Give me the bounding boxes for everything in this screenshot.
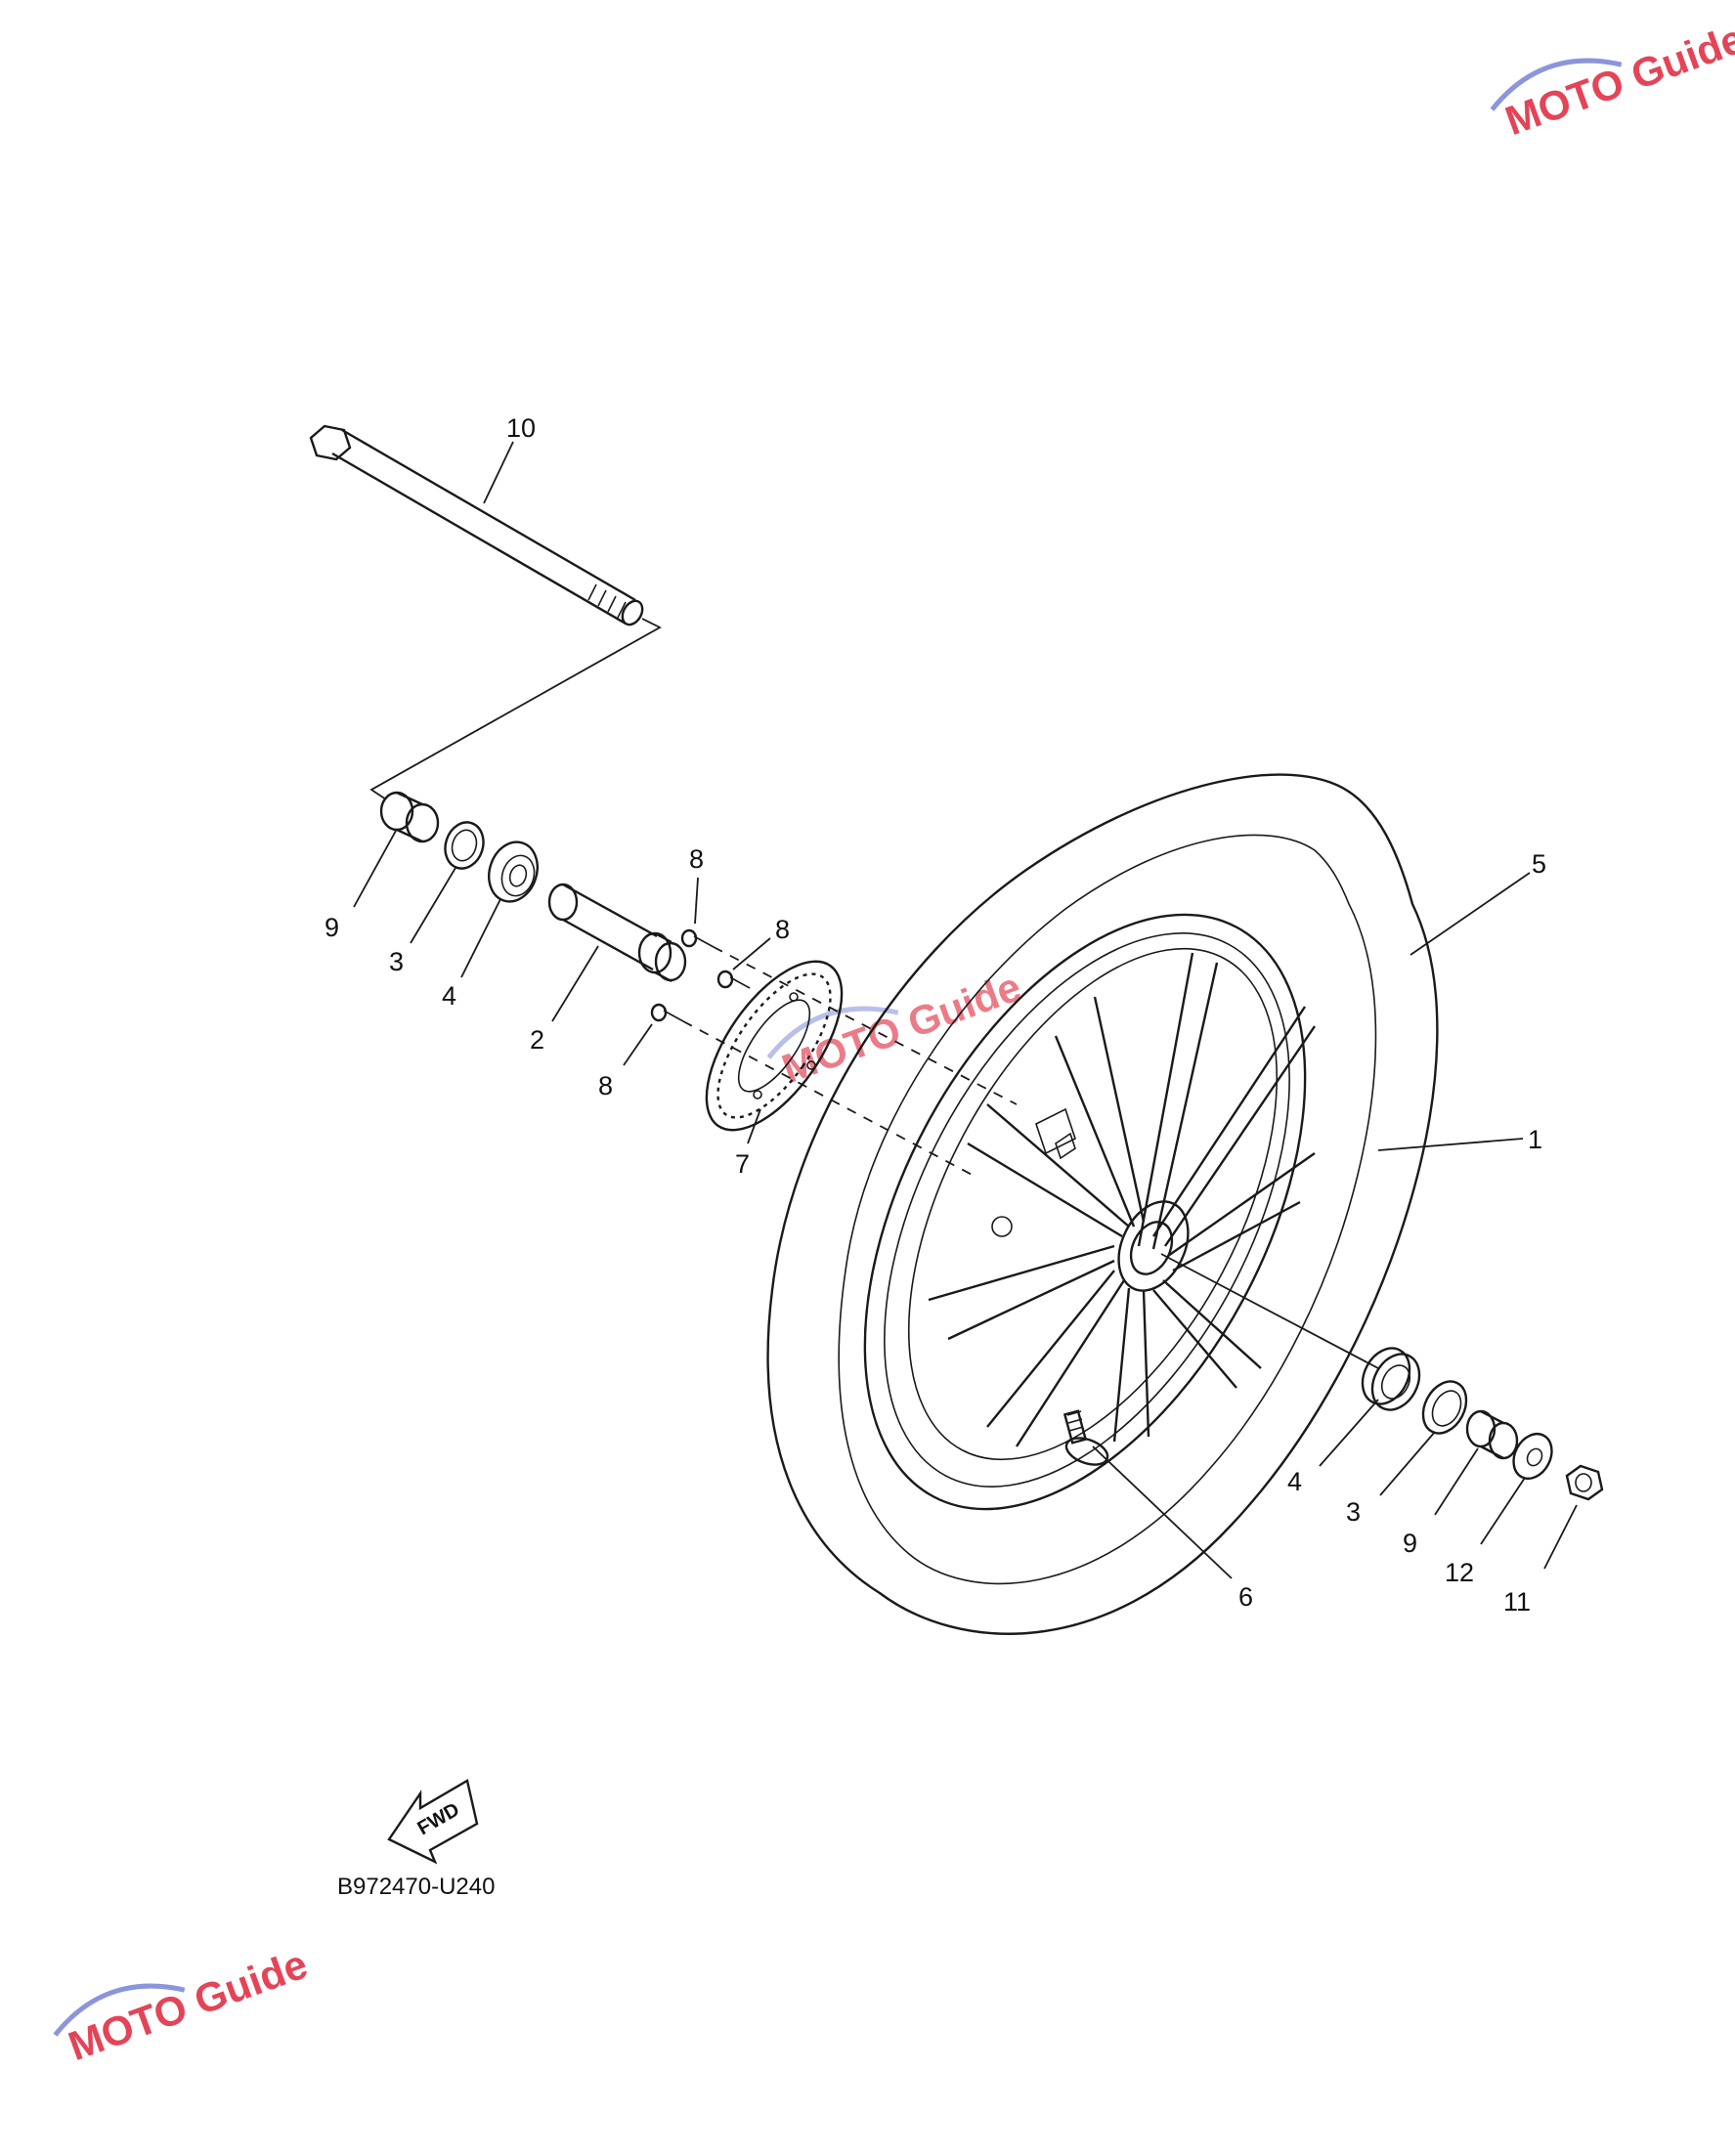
wheel-rim-leader xyxy=(1377,1138,1524,1151)
collar-right-leader xyxy=(1434,1447,1479,1516)
callout-7: 7 xyxy=(735,1149,750,1179)
callout-2: 2 xyxy=(530,1025,544,1055)
callout-10: 10 xyxy=(506,413,536,443)
wheel-spokes xyxy=(928,952,1316,1447)
bolt-lower xyxy=(650,1003,684,1022)
oil-seal-right-leader xyxy=(1379,1431,1436,1496)
callout-4-right: 4 xyxy=(1287,1467,1302,1496)
callout-9-left: 9 xyxy=(325,913,339,942)
bolt-upper xyxy=(680,928,715,948)
callout-5: 5 xyxy=(1532,849,1546,879)
callout-3-left: 3 xyxy=(389,947,404,976)
bearing-right-leader xyxy=(1319,1399,1379,1467)
collar-left-leader xyxy=(353,830,397,908)
watermark-logo-top: MOTO Guide xyxy=(1490,16,1735,145)
watermark-logo-center: MOTO Guide xyxy=(766,964,1027,1093)
bolt-upper-leader xyxy=(694,877,699,925)
axle-leader xyxy=(483,441,514,504)
watermark-logo-bottom: MOTO Guide xyxy=(53,1941,314,2070)
diagram-code: B972470-U240 xyxy=(337,1874,495,1900)
collar-left xyxy=(379,791,440,843)
watermark-text-top: MOTO Guide xyxy=(1499,16,1735,145)
collar-right xyxy=(1465,1409,1519,1460)
oil-seal-left-leader xyxy=(410,867,456,944)
tire-leader xyxy=(1410,872,1531,956)
oil-seal-left xyxy=(444,821,485,870)
forward-arrow-icon: FWD xyxy=(387,1779,479,1865)
callout-8-right: 8 xyxy=(775,915,790,944)
watermark-text-center: MOTO Guide xyxy=(776,964,1027,1093)
sensor-rotor xyxy=(705,960,844,1132)
spacer-leader xyxy=(551,945,599,1022)
bolt-middle-leader xyxy=(732,937,771,970)
callout-8-top: 8 xyxy=(689,844,704,874)
callout-6: 6 xyxy=(1238,1582,1253,1612)
washer-leader xyxy=(1480,1477,1526,1545)
spacer xyxy=(547,883,687,983)
bolt-middle xyxy=(716,970,751,989)
bearing-left xyxy=(488,841,539,903)
wheel-rim xyxy=(863,913,1307,1511)
alignment-dash-upper xyxy=(713,946,1018,1105)
air-valve-leader xyxy=(1092,1445,1233,1579)
axle-nut xyxy=(1565,1464,1604,1501)
bearing-left-leader xyxy=(460,898,501,978)
tire xyxy=(766,773,1439,1635)
hub-centerline-right xyxy=(1160,1253,1379,1369)
sensor-rotor-leader xyxy=(747,1108,761,1144)
washer xyxy=(1512,1432,1553,1481)
callout-3-right: 3 xyxy=(1346,1497,1361,1527)
callout-11: 11 xyxy=(1503,1587,1531,1617)
bearing-right xyxy=(1361,1347,1421,1411)
oil-seal-right xyxy=(1421,1380,1468,1435)
air-valve xyxy=(1063,1409,1109,1466)
callout-4-left: 4 xyxy=(442,981,456,1011)
axle-nut-leader xyxy=(1543,1504,1578,1570)
bolt-lower-leader xyxy=(623,1023,653,1066)
wheel-hub xyxy=(1117,1200,1190,1292)
axle xyxy=(309,424,644,626)
callout-12: 12 xyxy=(1445,1558,1474,1587)
callout-1: 1 xyxy=(1528,1125,1542,1154)
callout-9-right: 9 xyxy=(1403,1529,1417,1558)
callout-8-bottom: 8 xyxy=(598,1071,613,1100)
axle-centerline xyxy=(369,618,662,800)
watermark-text-bottom: MOTO Guide xyxy=(63,1941,314,2070)
